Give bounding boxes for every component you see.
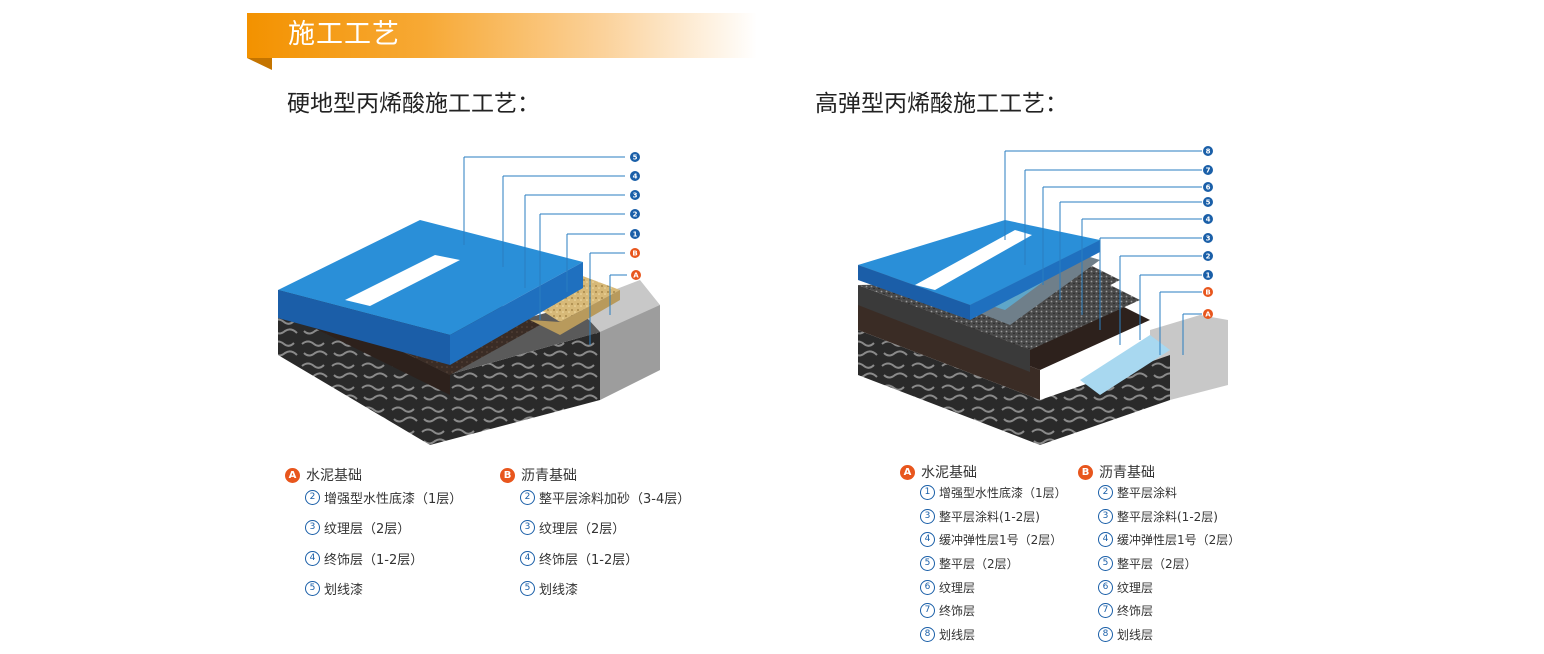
svg-text:2: 2 (633, 211, 638, 219)
legend-heading: 沥青基础 (1099, 465, 1155, 481)
left-section-title: 硬地型丙烯酸施工工艺： (287, 91, 540, 117)
asphalt-base-badge: B (500, 467, 515, 483)
svg-text:5: 5 (1206, 199, 1211, 207)
cement-base-badge: A (900, 464, 915, 480)
svg-text:2: 2 (1206, 253, 1211, 261)
callout-markers: 5 4 3 2 1 B A (630, 152, 641, 280)
right-section-title: 高弹型丙烯酸施工工艺： (815, 91, 1068, 117)
elastic-court-layer-diagram: 8 7 6 5 4 3 2 1 B A (858, 146, 1228, 445)
legend-heading: 沥青基础 (521, 468, 577, 484)
svg-text:6: 6 (1206, 184, 1211, 192)
callout-markers: 8 7 6 5 4 3 2 1 B A (1203, 146, 1213, 319)
svg-text:3: 3 (1206, 235, 1211, 243)
svg-text:B: B (632, 250, 637, 258)
svg-text:A: A (1205, 311, 1211, 319)
section-banner (247, 13, 757, 58)
legend-heading: 水泥基础 (306, 468, 362, 484)
svg-text:1: 1 (633, 231, 638, 239)
legend-heading: 水泥基础 (921, 465, 977, 481)
banner-fold (247, 58, 272, 70)
cement-base-badge: A (285, 467, 300, 483)
svg-text:8: 8 (1206, 148, 1211, 156)
svg-text:7: 7 (1206, 167, 1211, 175)
svg-text:1: 1 (1206, 272, 1211, 280)
section-title: 施工工艺 (288, 19, 400, 50)
svg-text:4: 4 (633, 173, 638, 181)
svg-text:5: 5 (633, 154, 638, 162)
hard-court-layer-diagram: 5 4 3 2 1 B A (278, 152, 660, 445)
asphalt-base-badge: B (1078, 464, 1093, 480)
svg-text:4: 4 (1206, 216, 1211, 224)
svg-text:B: B (1205, 289, 1210, 297)
svg-text:A: A (633, 272, 639, 280)
svg-text:3: 3 (633, 192, 638, 200)
